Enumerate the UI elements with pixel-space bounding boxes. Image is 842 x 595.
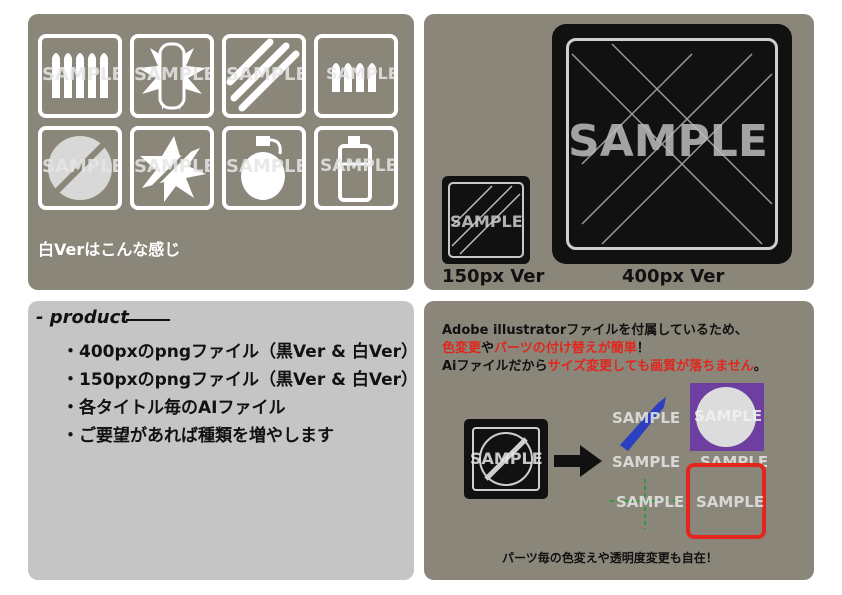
feature-item: ・各タイトル毎のAIファイル bbox=[62, 398, 286, 418]
grenade-icon: SAMPLE bbox=[222, 126, 306, 210]
spray-can-icon: SAMPLE bbox=[314, 126, 398, 210]
explosion-bullet-icon: SAMPLE bbox=[130, 126, 214, 210]
crossed-bullets-icon bbox=[571, 43, 773, 245]
sample-watermark: SAMPLE bbox=[226, 156, 306, 177]
plain-text: 。 bbox=[753, 359, 767, 374]
bullets-row-icon: SAMPLE bbox=[38, 34, 122, 118]
plain-text: や bbox=[481, 341, 495, 356]
sample-watermark: SAMPLE bbox=[326, 64, 398, 83]
sample-watermark: SAMPLE bbox=[694, 407, 763, 425]
highlight-text: 色変更 bbox=[442, 341, 482, 356]
title-divider bbox=[126, 319, 170, 321]
sample-watermark: SAMPLE bbox=[226, 64, 306, 85]
blue-bullet-icon bbox=[620, 397, 666, 451]
source-icon: SAMPLE bbox=[464, 419, 548, 499]
black-version-panel: SAMPLE SAMPLE 150px Ver 400px Ver bbox=[424, 14, 814, 290]
crosshair-icon bbox=[610, 479, 680, 529]
ai-note-line3: Aiファイルだからサイズ変更しても画質が落ちません。 bbox=[442, 355, 767, 374]
ai-note-line1: Adobe illustratorファイルを付属しているため、 bbox=[442, 323, 748, 338]
ai-note-line2: 色変更やパーツの付け替えが簡単！ bbox=[442, 337, 650, 356]
sample-watermark: SAMPLE bbox=[612, 453, 681, 471]
crossed-bullets-icon: SAMPLE bbox=[222, 34, 306, 118]
sample-watermark: SAMPLE bbox=[320, 156, 398, 176]
no-bullet-icon bbox=[479, 432, 533, 486]
plain-text: Aiファイルだから bbox=[442, 359, 548, 374]
feature-item: ・400pxのpngファイル（黒Ver & 白Ver） bbox=[62, 342, 419, 362]
plain-text: ！ bbox=[636, 341, 650, 356]
illustrator-panel: Adobe illustratorファイルを付属しているため、 色変更やパーツの… bbox=[424, 301, 814, 580]
red-frame-part: SAMPLE bbox=[686, 463, 766, 539]
product-title: - product bbox=[36, 307, 129, 328]
white-version-panel: SAMPLE SAMPLE SAMPLE SAMPLE bbox=[28, 14, 414, 290]
sample-watermark: SAMPLE bbox=[450, 212, 523, 231]
sample-watermark: SAMPLE bbox=[134, 64, 214, 85]
sample-watermark: SAMPLE bbox=[616, 493, 685, 511]
small-version-caption: 150px Ver bbox=[442, 266, 545, 287]
highlight-text: サイズ変更しても画質が落ちません bbox=[547, 359, 754, 374]
product-title-text: product bbox=[49, 307, 129, 328]
feature-item: ・ご要望があれば種類を増やします bbox=[62, 426, 334, 446]
white-version-caption: 白Verはこんな感じ bbox=[38, 240, 181, 259]
sample-watermark: SAMPLE bbox=[612, 409, 681, 427]
arrow-right-icon bbox=[554, 445, 602, 477]
purple-circle-part: SAMPLE bbox=[690, 383, 764, 451]
no-bullet-icon: SAMPLE bbox=[38, 126, 122, 210]
feature-item: ・150pxのpngファイル（黒Ver & 白Ver） bbox=[62, 370, 419, 390]
large-400-icon: SAMPLE bbox=[552, 24, 792, 264]
product-panel: - product ・400pxのpngファイル（黒Ver & 白Ver） ・1… bbox=[28, 301, 419, 580]
crossed-bullets-icon bbox=[451, 185, 521, 255]
bullets-small-icon: SAMPLE bbox=[314, 34, 398, 118]
sample-watermark: SAMPLE bbox=[470, 449, 543, 468]
large-version-caption: 400px Ver bbox=[622, 266, 725, 287]
sample-watermark: SAMPLE bbox=[42, 156, 122, 177]
sample-watermark: SAMPLE bbox=[134, 156, 214, 177]
sample-watermark: SAMPLE bbox=[42, 64, 122, 85]
sample-watermark: SAMPLE bbox=[568, 116, 768, 167]
small-150-icon: SAMPLE bbox=[442, 176, 530, 264]
highlight-text: パーツの付け替えが簡単 bbox=[494, 341, 637, 356]
sample-watermark: SAMPLE bbox=[696, 493, 765, 511]
cartridge-burst-icon: SAMPLE bbox=[130, 34, 214, 118]
ai-footer-note: パーツ毎の色変えや透明度変更も自在！ bbox=[502, 551, 718, 565]
